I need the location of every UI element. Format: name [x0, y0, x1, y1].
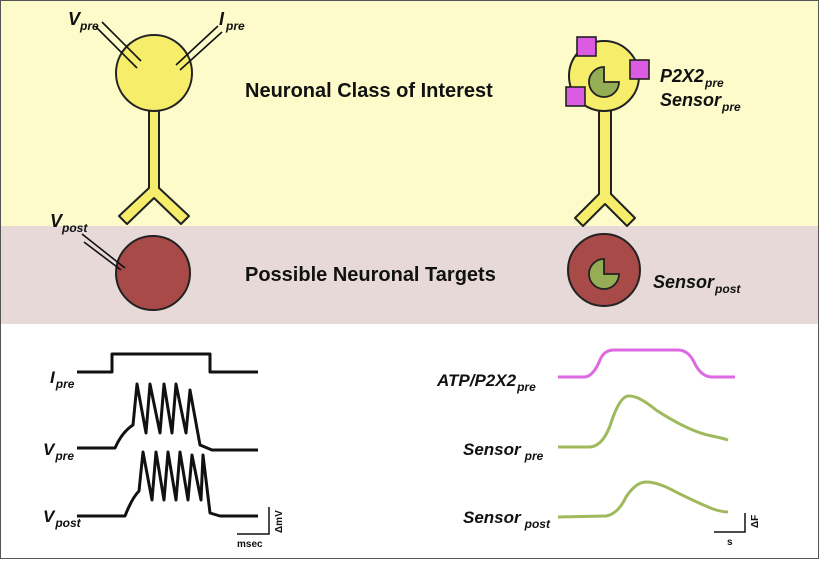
neuronal-targets-label: Possible Neuronal Targets — [245, 264, 496, 286]
i-pre-electrode-2 — [179, 31, 223, 71]
imaging-scale-bar — [714, 513, 746, 533]
left-axon — [118, 102, 190, 225]
sensor-pre-label: Sensorpre — [660, 90, 741, 114]
imaging-scale-y-label: ΔF — [750, 515, 761, 528]
ephys-scale-x-label: msec — [237, 539, 263, 550]
right-target-neuron — [567, 233, 641, 307]
sensor-post-label: Sensorpost — [653, 272, 741, 296]
v-pre-electrode-2 — [101, 21, 142, 62]
v-pre-electrode — [95, 26, 138, 69]
right-presynaptic-neuron — [565, 36, 650, 227]
p2x2-pre-label: P2X2pre — [660, 66, 724, 90]
atp-p2x2-label: ATP/P2X2pre — [436, 371, 536, 394]
ephys-v-pre-label: Vpre — [43, 440, 74, 463]
p2x2-receptor-icon — [576, 36, 597, 57]
ephys-scale-y-label: ΔmV — [274, 510, 285, 533]
pacman-sensor-post-icon — [588, 258, 620, 290]
v-pre-label: Vpre — [68, 9, 99, 33]
imaging-scale-x-label: s — [727, 537, 733, 548]
ephys-i-pre-label: Ipre — [50, 368, 75, 391]
atp-trace — [558, 348, 735, 379]
v-post-electrode-2 — [83, 241, 122, 271]
sensor-pre-trace — [558, 394, 729, 449]
ephys-scale-bar — [237, 507, 270, 535]
pacman-sensor-pre-icon — [588, 66, 620, 98]
ephys-traces — [77, 352, 258, 518]
i-pre-trace — [77, 352, 258, 374]
class-of-interest-label: Neuronal Class of Interest — [245, 80, 493, 102]
right-axon — [574, 102, 636, 227]
p2x2-receptor-icon — [565, 86, 586, 107]
class-of-interest-band — [0, 0, 819, 226]
traces-band — [0, 324, 819, 559]
p2x2-receptor-icon — [629, 59, 650, 80]
i-pre-electrode — [175, 25, 219, 66]
v-post-label: Vpost — [50, 211, 88, 235]
v-pre-trace — [77, 382, 258, 452]
left-target-neuron — [115, 235, 191, 311]
v-post-electrode — [81, 233, 126, 269]
sensor-post-trace — [557, 480, 729, 519]
left-electrodes — [81, 21, 223, 271]
v-post-trace — [77, 450, 258, 518]
ephys-v-post-label: Vpost — [43, 507, 82, 530]
